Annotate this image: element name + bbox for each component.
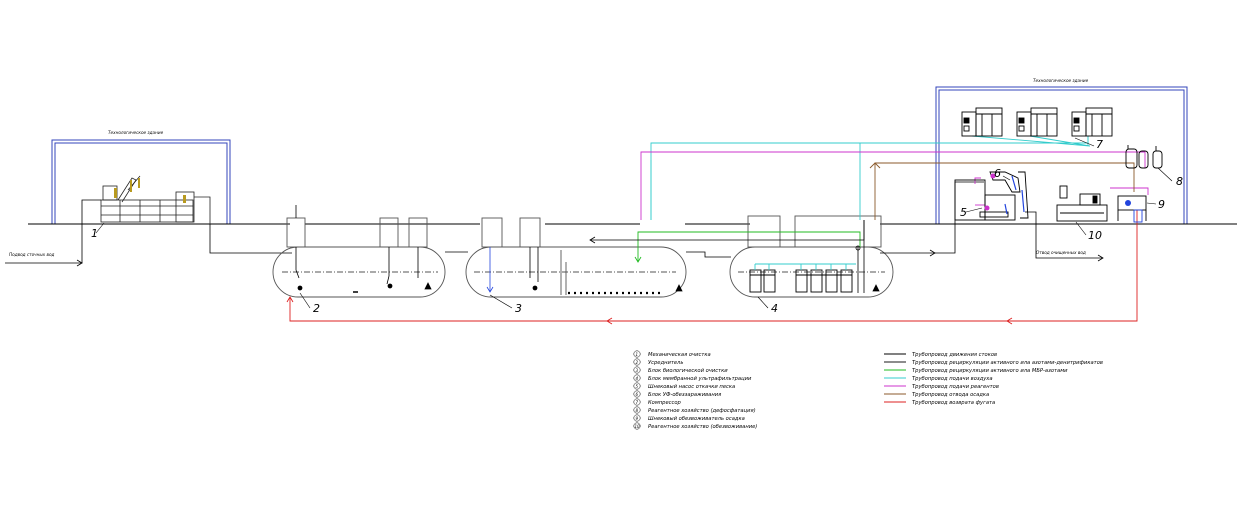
cyan-air-line [650, 135, 1091, 220]
legend-unit-row: 5 Шнековый насос откачки песка [633, 382, 735, 390]
legend-unit-row: 9 Шнековый обезвоживатель осадка [633, 414, 745, 422]
svg-text:6: 6 [636, 392, 639, 397]
black-return-line [589, 220, 865, 244]
legend-line-row: Трубопровод рециркуляции активного ила а… [884, 360, 1103, 366]
mechanical-treatment-unit [100, 175, 211, 224]
svg-text:2: 2 [636, 360, 639, 365]
unit-number-7: 7 [1096, 138, 1103, 151]
reagent-dewatering-unit [1056, 185, 1108, 222]
svg-text:Блок мембранной ультрафильтрац: Блок мембранной ультрафильтрации [648, 376, 752, 382]
legend-units: 1 Механическая очистка 2 Усреднитель 3 Б… [633, 350, 757, 430]
legend-line-row: Трубопровод подачи реагентов [884, 384, 999, 390]
inlet-label: Подвод сточных вод [9, 252, 55, 257]
equalizer-tank [272, 217, 446, 298]
right-building-title: Технологическое здание [1033, 78, 1089, 83]
svg-text:Трубопровод отвода осадка: Трубопровод отвода осадка [912, 392, 989, 398]
svg-text:Блок УФ-обеззараживания: Блок УФ-обеззараживания [648, 392, 721, 398]
outlet-arrow [1025, 211, 1104, 262]
svg-text:Трубопровод движения стоков: Трубопровод движения стоков [912, 352, 997, 358]
svg-text:9: 9 [636, 416, 639, 421]
uv-unit-blue-lamps [1004, 175, 1025, 215]
svg-text:Блок биологической очистки: Блок биологической очистки [648, 368, 728, 374]
unit-number-4: 4 [771, 302, 778, 315]
unit-number-5: 5 [960, 206, 967, 219]
red-return-line [286, 210, 1138, 325]
legend-line-row: Трубопровод отвода осадка [884, 392, 989, 398]
svg-text:Трубопровод подачи воздуха: Трубопровод подачи воздуха [912, 376, 993, 382]
screw-dewaterer [1117, 195, 1147, 223]
svg-text:Реагентное хозяйство (дефосфат: Реагентное хозяйство (дефосфатация) [648, 408, 756, 414]
pipe-to-uv [880, 181, 984, 257]
equalizer-pumps [295, 205, 432, 293]
mechanical-unit-accents [114, 178, 186, 203]
left-building [51, 139, 231, 224]
unit-number-10: 10 [1088, 229, 1102, 242]
pipe-3-4 [686, 251, 731, 258]
svg-text:Трубопровод возврата фугата: Трубопровод возврата фугата [912, 400, 995, 406]
compressor-1 [961, 107, 1003, 137]
compressor-3 [1071, 107, 1113, 137]
pipe-to-equalizer [209, 224, 292, 254]
magenta-reagent-line [640, 151, 1149, 220]
svg-text:5: 5 [636, 384, 639, 389]
unit-number-6: 6 [994, 167, 1001, 180]
legend-unit-row: 1 Механическая очистка [633, 350, 711, 358]
legend-unit-row: 7 Компрессор [633, 398, 682, 406]
legend-unit-row: 3 Блок биологической очистки [633, 366, 728, 374]
compressor-2 [1016, 107, 1058, 137]
legend-unit-row: 6 Блок УФ-обеззараживания [633, 390, 721, 398]
unit-number-labels: 1 2 3 4 5 6 7 8 9 10 [91, 138, 1183, 315]
green-recirculation-line [634, 231, 861, 263]
inlet-arrow [5, 199, 101, 267]
right-building [935, 86, 1188, 224]
biological-aeration [486, 247, 683, 295]
compressors [961, 107, 1113, 137]
legend-lines: Трубопровод движения стоков Трубопровод … [884, 352, 1103, 406]
legend-line-row: Трубопровод движения стоков [884, 352, 997, 358]
legend-line-row: Трубопровод рециркуляции активного ила М… [884, 368, 1068, 374]
leader-lines [95, 137, 1173, 309]
legend-unit-row: 10 Реагентное хозяйство (обезвоживание) [633, 422, 757, 430]
left-building-title: Технологическое здание [108, 130, 164, 135]
membrane-air-pipes [754, 263, 856, 270]
outlet-label: Отвод очищенных вод [1036, 250, 1086, 255]
svg-text:3: 3 [636, 368, 639, 373]
svg-text:7: 7 [636, 400, 639, 405]
legend-unit-row: 8 Реагентное хозяйство (дефосфатация) [633, 406, 756, 414]
biological-tank [465, 217, 687, 298]
brown-sludge-line [869, 162, 1135, 220]
unit-number-8: 8 [1176, 175, 1183, 188]
legend-line-row: Трубопровод возврата фугата [884, 400, 995, 406]
svg-text:10: 10 [635, 424, 641, 429]
svg-text:Шнековый насос откачки песка: Шнековый насос откачки песка [648, 384, 735, 390]
svg-text:Реагентное хозяйство (обезвожи: Реагентное хозяйство (обезвоживание) [648, 424, 757, 430]
unit-number-9: 9 [1158, 198, 1165, 211]
unit-number-3: 3 [515, 302, 522, 315]
svg-text:Компрессор: Компрессор [648, 400, 682, 406]
membrane-outflow [855, 220, 880, 293]
svg-text:Трубопровод рециркуляции актив: Трубопровод рециркуляции активного ила М… [912, 368, 1068, 374]
svg-text:Механическая очистка: Механическая очистка [648, 352, 711, 358]
unit-number-2: 2 [313, 302, 320, 315]
legend-unit-row: 2 Усреднитель [633, 358, 683, 366]
svg-text:Трубопровод подачи реагентов: Трубопровод подачи реагентов [912, 384, 999, 390]
svg-text:4: 4 [636, 376, 639, 381]
membrane-tank [729, 215, 894, 298]
legend-unit-row: 4 Блок мембранной ультрафильтрации [633, 374, 752, 382]
unit-number-1: 1 [91, 227, 98, 240]
svg-text:Шнековый обезвоживатель осадка: Шнековый обезвоживатель осадка [648, 416, 745, 422]
reagent-tanks [1125, 145, 1163, 169]
svg-text:Трубопровод рециркуляции актив: Трубопровод рециркуляции активного ила а… [912, 360, 1103, 366]
svg-text:1: 1 [636, 352, 639, 357]
legend-line-row: Трубопровод подачи воздуха [884, 376, 993, 382]
uv-unit-and-sand-pump [954, 171, 1029, 221]
membrane-modules [749, 269, 853, 293]
svg-text:Усреднитель: Усреднитель [648, 360, 683, 366]
svg-text:8: 8 [636, 408, 639, 413]
